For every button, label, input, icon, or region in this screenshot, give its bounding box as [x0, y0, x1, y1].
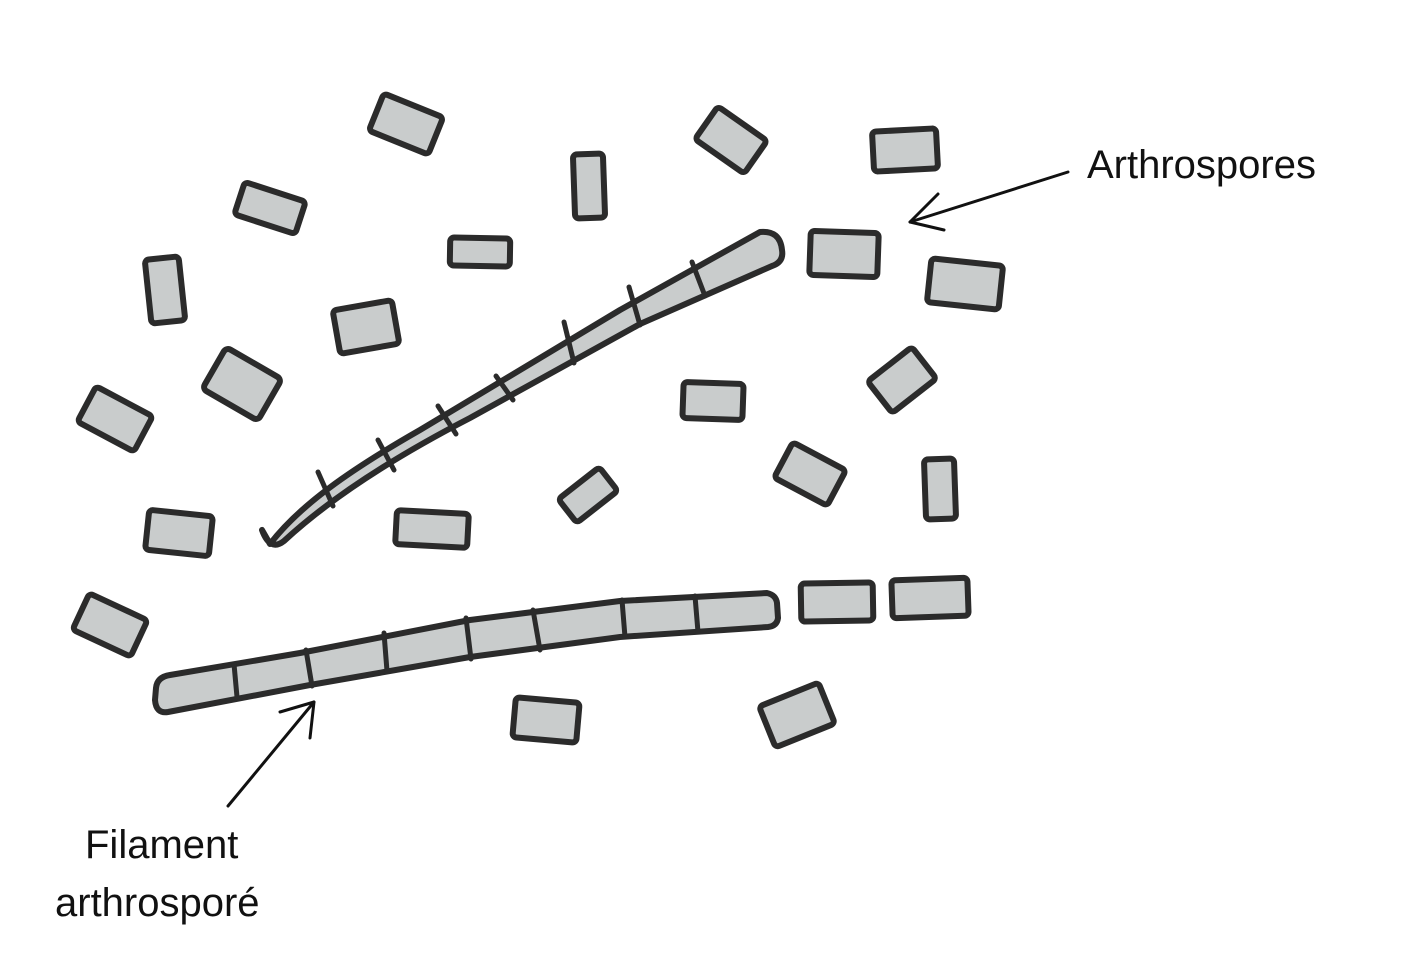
arthrospore-cell	[806, 227, 882, 281]
arthrospore-cell	[201, 346, 283, 422]
arthrospore-cell	[232, 179, 308, 237]
arthrospore-cell	[924, 255, 1006, 313]
filament-septum	[692, 593, 701, 635]
arthrospore-cell	[446, 234, 514, 270]
filament-septum	[231, 661, 240, 700]
free-arthrospores	[70, 91, 1006, 750]
arthrospore-cell	[75, 384, 155, 454]
arrow-head	[908, 192, 946, 232]
arthrospore-cell	[797, 579, 877, 625]
arthrospore-cell	[866, 345, 938, 415]
filament-septum	[530, 607, 543, 653]
filament-septum	[619, 597, 628, 640]
filament-septum	[435, 403, 459, 437]
arthrospore-cell	[921, 455, 959, 523]
arrow-head	[278, 700, 316, 740]
arthrospores-label: Arthrospores	[1087, 143, 1316, 187]
filament-label-line2: arthrosporé	[55, 881, 260, 925]
arthrospore-cell	[869, 125, 941, 175]
arthrospore-cell	[392, 507, 472, 551]
filament-outline	[152, 590, 781, 716]
arthrospore-cell	[330, 297, 402, 357]
arthrospore-cell	[570, 150, 608, 222]
filament-septum	[493, 373, 516, 403]
filament-septum	[375, 437, 397, 473]
arthrospores-arrow	[908, 170, 1070, 232]
arthrospore-cell	[757, 680, 837, 750]
arthrospore-cell	[70, 591, 150, 659]
upper-filament	[259, 228, 786, 548]
filament-septum	[303, 647, 315, 689]
arthrospore-cell	[679, 379, 747, 423]
filament-label-line1: Filament	[85, 823, 238, 867]
arthrospore-cell	[142, 253, 188, 327]
filament-septum	[315, 469, 336, 509]
arrow-shaft	[908, 170, 1070, 224]
filament-arrow	[226, 700, 316, 808]
filament-septum	[689, 259, 708, 299]
arthrospore-cell	[367, 91, 445, 157]
arthrospore-cell	[888, 574, 972, 622]
arthrospore-cell	[772, 440, 848, 508]
filament-septum	[463, 615, 474, 662]
arrow-shaft	[226, 700, 316, 808]
arthrospore-cell	[693, 104, 769, 176]
filament-outline	[259, 228, 786, 548]
lower-filament	[152, 590, 781, 716]
arthrospore-cell	[556, 465, 620, 525]
arthrospore-cell	[509, 694, 583, 746]
filament-septum	[626, 284, 643, 328]
filament-septum	[381, 630, 390, 674]
filament-septum	[561, 319, 577, 366]
arthrospore-cell	[142, 507, 216, 559]
